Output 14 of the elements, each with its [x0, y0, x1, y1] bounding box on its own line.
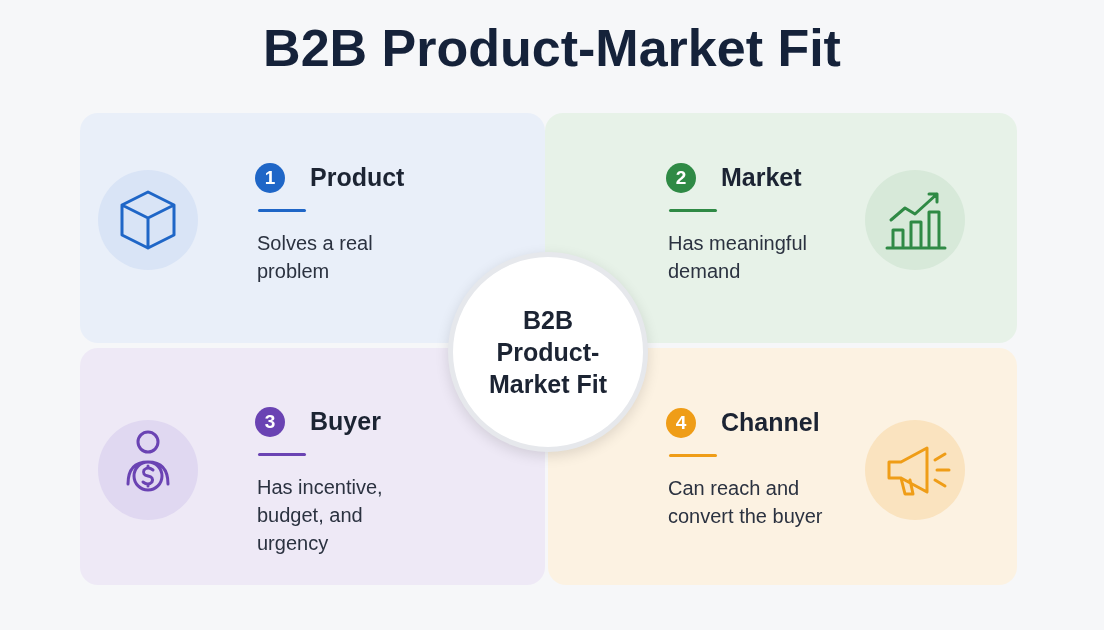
description: Has incentive, budget, and urgency: [257, 475, 384, 556]
center-label: B2B Product-Market Fit: [487, 305, 609, 400]
description: Can reach and convert the buyer: [668, 476, 824, 529]
heading: Market: [721, 163, 802, 192]
number-badge: 2: [666, 163, 696, 193]
description: Has meaningful demand: [668, 231, 808, 284]
number-badge: 3: [255, 407, 285, 437]
title: B2B Product-Market Fit: [262, 18, 842, 78]
heading: Channel: [721, 408, 820, 437]
number-badge: 4: [666, 408, 696, 438]
description: Solves a real problem: [257, 231, 374, 284]
number-badge: 1: [255, 163, 285, 193]
heading: Product: [310, 163, 405, 192]
heading: Buyer: [310, 407, 381, 436]
